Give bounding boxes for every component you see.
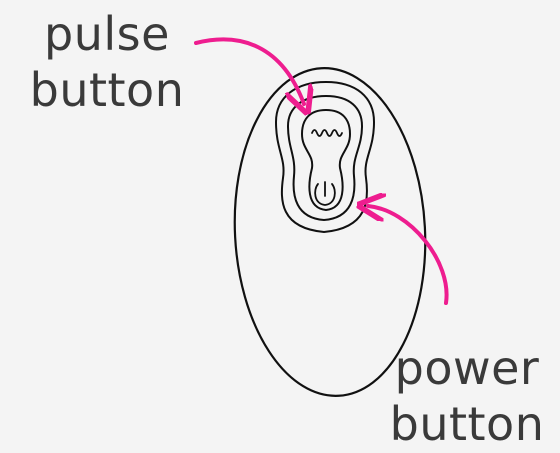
remote-body: [233, 67, 427, 397]
power-icon: [314, 181, 336, 206]
power-arrow: [368, 206, 449, 305]
power-label-line-2: button: [389, 397, 545, 451]
pulse-label-line-2: button: [29, 63, 185, 117]
button-plate-outer: [274, 80, 376, 234]
button-peanut: [300, 108, 352, 212]
wave-icon: [311, 129, 343, 137]
power-button-label: power button: [382, 340, 552, 452]
pulse-arrow: [194, 37, 304, 104]
pulse-button-label: pulse button: [18, 6, 196, 118]
button-plate-inner: [286, 94, 364, 222]
power-label-line-1: power: [394, 341, 540, 395]
pulse-label-line-1: pulse: [44, 7, 170, 61]
